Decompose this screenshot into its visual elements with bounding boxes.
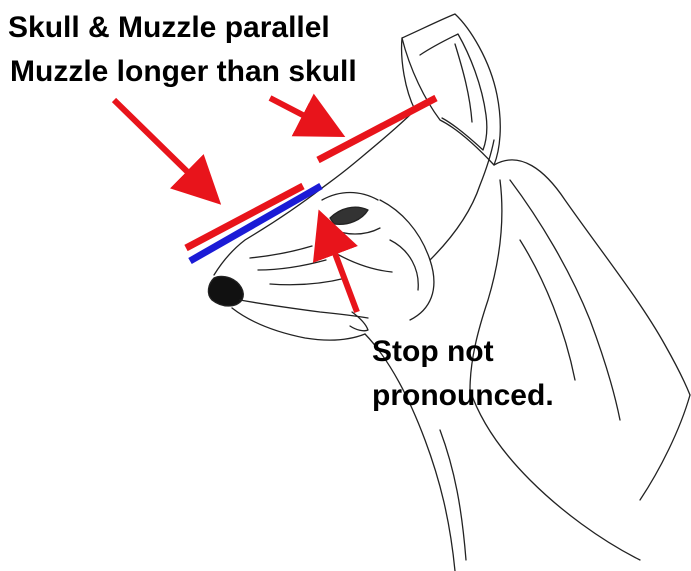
- arrow-to-stop: [312, 209, 360, 314]
- lower-jaw: [231, 307, 366, 341]
- muzzle-top: [213, 187, 323, 276]
- neck-right-curve: [639, 394, 691, 501]
- muzzle-wrinkle-1: [249, 245, 313, 259]
- neck-mid-line: [519, 239, 576, 381]
- ear-inner: [419, 33, 488, 151]
- muzzle-indicator-line-red: [184, 182, 305, 252]
- muzzle-indicator-line-blue: [188, 182, 323, 265]
- lip-corner: [349, 311, 369, 332]
- head-side-line: [469, 179, 503, 391]
- forehead-line: [321, 37, 416, 189]
- arrow-to-skull: [268, 93, 346, 138]
- neck-back: [493, 159, 691, 396]
- arrow-to-muzzle: [111, 97, 222, 205]
- cheek-line-2: [389, 239, 419, 291]
- neck-inner-line: [509, 179, 621, 421]
- neck-front-curve: [469, 389, 641, 561]
- throat-fold: [439, 429, 467, 561]
- eye-brow: [321, 191, 379, 201]
- ear-outline: [401, 13, 501, 166]
- stop-label-line-1: Stop not: [372, 335, 494, 368]
- muzzle-longer-label: Muzzle longer than skull: [10, 55, 357, 88]
- skull-indicator-line: [316, 94, 438, 164]
- stop-label: Stop not pronounced.: [372, 330, 554, 418]
- mouth-line: [239, 299, 369, 319]
- skull-muzzle-parallel-label: Skull & Muzzle parallel: [8, 11, 330, 44]
- muzzle-wrinkle-3: [269, 277, 347, 286]
- throat-line: [364, 333, 456, 571]
- stop-label-line-2: pronounced.: [372, 379, 554, 412]
- jaw-contour: [429, 139, 495, 261]
- ear-inner-fold: [454, 43, 473, 123]
